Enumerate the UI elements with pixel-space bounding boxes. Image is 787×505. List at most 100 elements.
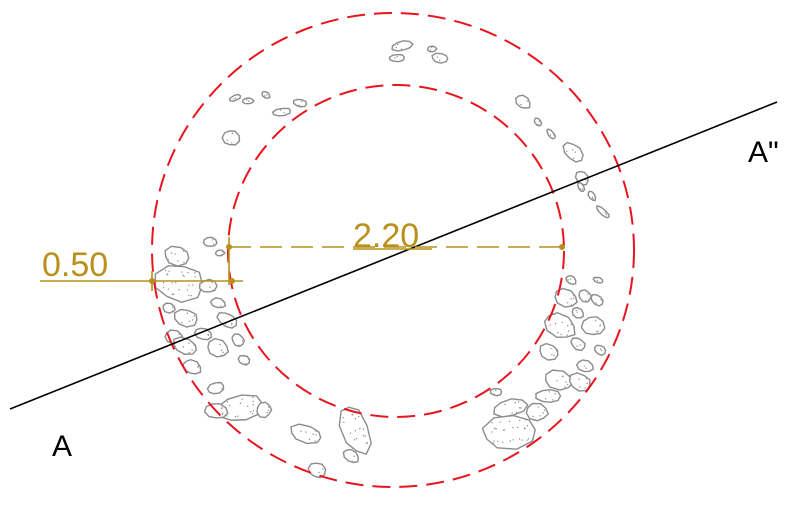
stone-outline xyxy=(562,141,584,163)
stone-stipple-dot xyxy=(493,393,495,395)
stone-outline xyxy=(237,354,251,366)
stone-outline xyxy=(580,316,606,336)
stone xyxy=(571,306,585,319)
stone xyxy=(237,354,251,366)
stone-outline xyxy=(493,398,529,418)
stone-stipple-dot xyxy=(574,151,576,153)
stone xyxy=(535,388,562,404)
stone-stipple-dot xyxy=(234,97,237,100)
stone-stipple-dot xyxy=(186,289,189,291)
stone xyxy=(214,249,226,257)
stone-stipple-dot xyxy=(552,399,554,401)
stone xyxy=(154,265,204,304)
stone-stipple-dot xyxy=(226,415,228,417)
stone-stipple-dot xyxy=(519,419,521,422)
stone xyxy=(562,141,584,163)
stone xyxy=(338,406,372,455)
stone-stipple-dot xyxy=(394,57,396,59)
stone-stipple-dot xyxy=(192,284,194,286)
stone-stipple-dot xyxy=(175,282,177,284)
stone xyxy=(489,387,503,397)
stone-stipple-dot xyxy=(572,294,575,296)
stone-stipple-dot xyxy=(300,430,302,432)
stone xyxy=(570,337,586,352)
stone-stipple-dot xyxy=(553,314,555,316)
section-label-end: A" xyxy=(748,136,779,169)
stone-stipple-dot xyxy=(362,428,365,430)
stone-stipple-dot xyxy=(222,351,224,354)
stone-stipple-dot xyxy=(597,331,599,333)
stone-stipple-dot xyxy=(212,239,214,241)
stone-stipple-dot xyxy=(499,421,501,423)
stone xyxy=(575,359,595,373)
stone-outline xyxy=(292,98,308,108)
stone-stipple-dot xyxy=(239,402,242,404)
stone xyxy=(493,398,529,418)
stone xyxy=(578,289,592,303)
stone-outline xyxy=(525,402,550,422)
stone-stipple-dot xyxy=(539,415,541,417)
stone-stipple-dot xyxy=(238,344,240,346)
stone-stipple-dot xyxy=(221,254,223,256)
stone-stipple-dot xyxy=(509,440,511,442)
stone-stipple-dot xyxy=(231,322,233,325)
stone-stipple-dot xyxy=(246,99,248,101)
stone-stipple-dot xyxy=(548,391,551,393)
stone-stipple-dot xyxy=(561,321,563,324)
stone-outline xyxy=(481,414,536,450)
stone-stipple-dot xyxy=(557,332,559,334)
stone-stipple-dot xyxy=(231,324,233,326)
stone-stipple-dot xyxy=(395,46,397,49)
stone-outline xyxy=(565,274,577,286)
stone-outline xyxy=(568,372,591,392)
stone-outline xyxy=(290,423,322,445)
stone-stipple-dot xyxy=(315,434,317,436)
stone-stipple-dot xyxy=(194,272,196,274)
stone-stipple-dot xyxy=(578,378,580,380)
stone-stipple-dot xyxy=(222,301,225,303)
stone-stipple-dot xyxy=(400,48,403,50)
stone-stipple-dot xyxy=(222,251,224,253)
stone-stipple-dot xyxy=(579,386,581,388)
stone-stipple-dot xyxy=(342,417,344,419)
stone-stipple-dot xyxy=(576,311,578,313)
stone-stipple-dot xyxy=(318,471,320,474)
stone-stipple-dot xyxy=(183,261,185,263)
stone xyxy=(592,276,604,284)
stone-stipple-dot xyxy=(177,260,179,262)
stone-stipple-dot xyxy=(514,402,516,404)
stone-stipple-dot xyxy=(343,421,345,424)
stone-stipple-dot xyxy=(171,293,174,295)
stone-outline xyxy=(256,401,273,419)
stone-stipple-dot xyxy=(181,321,183,324)
stone-stipple-dot xyxy=(600,299,602,301)
stone xyxy=(182,358,202,375)
stone-stipple-dot xyxy=(167,288,170,290)
stone-stipple-dot xyxy=(251,412,254,415)
stone-stipple-dot xyxy=(594,319,597,322)
stone-outline xyxy=(214,249,226,257)
stone-stipple-dot xyxy=(197,366,199,368)
inner-diameter-end-point xyxy=(559,244,565,250)
stone-stipple-dot xyxy=(194,372,196,375)
stone-stipple-dot xyxy=(579,344,581,346)
stone-stipple-dot xyxy=(567,325,569,327)
stone-outline xyxy=(162,302,177,314)
stone-outline xyxy=(543,312,576,338)
stone-stipple-dot xyxy=(576,345,578,347)
stone-stipple-dot xyxy=(266,94,268,96)
stone xyxy=(290,423,322,445)
stone-outline xyxy=(206,381,225,395)
stone-outline xyxy=(431,52,449,64)
inner-diameter-start-point xyxy=(226,244,232,250)
stone xyxy=(590,293,604,307)
stone xyxy=(202,236,218,247)
stone-stipple-dot xyxy=(600,349,603,352)
stone-stipple-dot xyxy=(187,271,189,274)
stone-stipple-dot xyxy=(267,409,270,411)
stone xyxy=(241,97,255,105)
stone-stipple-dot xyxy=(322,468,324,470)
stone-stipple-dot xyxy=(233,98,235,100)
stone-stipple-dot xyxy=(436,56,439,58)
stone-outline xyxy=(546,128,557,140)
